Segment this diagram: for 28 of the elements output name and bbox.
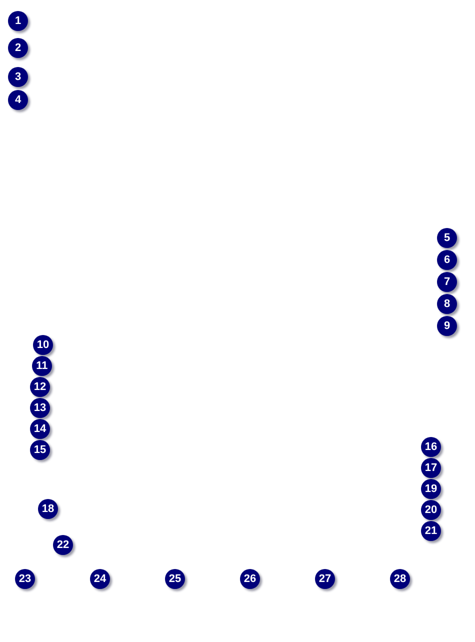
callout-number: 18 bbox=[38, 499, 58, 519]
callout-number: 26 bbox=[240, 569, 260, 589]
callout-number: 24 bbox=[90, 569, 110, 589]
callout-number: 4 bbox=[8, 90, 28, 110]
callout-number: 8 bbox=[437, 294, 457, 314]
callout-number: 14 bbox=[30, 419, 50, 439]
callout-number: 9 bbox=[437, 316, 457, 336]
callout-number: 23 bbox=[15, 569, 35, 589]
callout-number: 2 bbox=[8, 38, 28, 58]
callout-number: 22 bbox=[53, 535, 73, 555]
callout-number: 16 bbox=[421, 437, 441, 457]
callout-number: 3 bbox=[8, 67, 28, 87]
callout-number: 7 bbox=[437, 272, 457, 292]
callout-number: 21 bbox=[421, 521, 441, 541]
callout-number: 17 bbox=[421, 458, 441, 478]
callout-number: 25 bbox=[165, 569, 185, 589]
callout-number: 6 bbox=[437, 250, 457, 270]
callout-number: 11 bbox=[32, 356, 52, 376]
callout-number: 1 bbox=[8, 11, 28, 31]
callout-number: 13 bbox=[30, 398, 50, 418]
callout-number: 19 bbox=[421, 479, 441, 499]
callout-number: 27 bbox=[315, 569, 335, 589]
callout-number: 15 bbox=[30, 440, 50, 460]
callout-number: 20 bbox=[421, 500, 441, 520]
callout-number: 28 bbox=[390, 569, 410, 589]
callout-number: 10 bbox=[33, 335, 53, 355]
callout-number: 5 bbox=[437, 228, 457, 248]
callout-number: 12 bbox=[30, 377, 50, 397]
